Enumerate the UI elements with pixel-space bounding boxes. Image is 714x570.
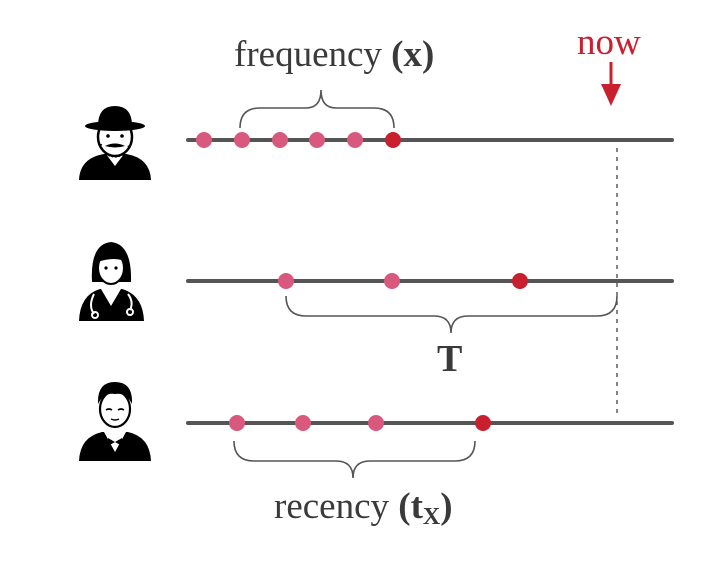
recency-symbol-open: (t — [398, 486, 423, 527]
recency-brace — [233, 440, 476, 479]
purchase-dot — [347, 132, 363, 148]
purchase-dot — [272, 132, 288, 148]
now-arrow-icon — [601, 62, 621, 106]
recency-symbol-subscript: X — [422, 504, 441, 530]
last-purchase-dot — [475, 415, 491, 431]
purchase-dot — [196, 132, 212, 148]
purchases-customer-2 — [278, 273, 528, 289]
recency-text: recency — [274, 486, 390, 527]
purchase-dot — [384, 273, 400, 289]
purchase-dot — [309, 132, 325, 148]
purchase-dot — [229, 415, 245, 431]
recency-label: recency (tX) — [274, 486, 453, 530]
frequency-brace — [239, 89, 395, 129]
last-purchase-dot — [385, 132, 401, 148]
recency-symbol: (tX) — [398, 486, 453, 530]
recency-symbol-close: ) — [440, 486, 453, 527]
purchases-customer-1 — [196, 132, 401, 148]
man-with-hat-icon — [79, 106, 151, 180]
woman-doctor-icon — [79, 242, 144, 321]
man-bowtie-icon — [79, 382, 151, 461]
T-label: T — [437, 338, 463, 380]
purchase-dot — [368, 415, 384, 431]
now-label: now — [577, 22, 641, 63]
frequency-text: frequency — [234, 34, 382, 75]
purchases-customer-3 — [229, 415, 491, 431]
frequency-label: frequency (x) — [234, 36, 434, 73]
frequency-symbol: (x) — [391, 34, 435, 75]
purchase-dot — [295, 415, 311, 431]
purchase-dot — [234, 132, 250, 148]
last-purchase-dot — [512, 273, 528, 289]
purchase-dot — [278, 273, 294, 289]
T-brace — [285, 295, 618, 334]
